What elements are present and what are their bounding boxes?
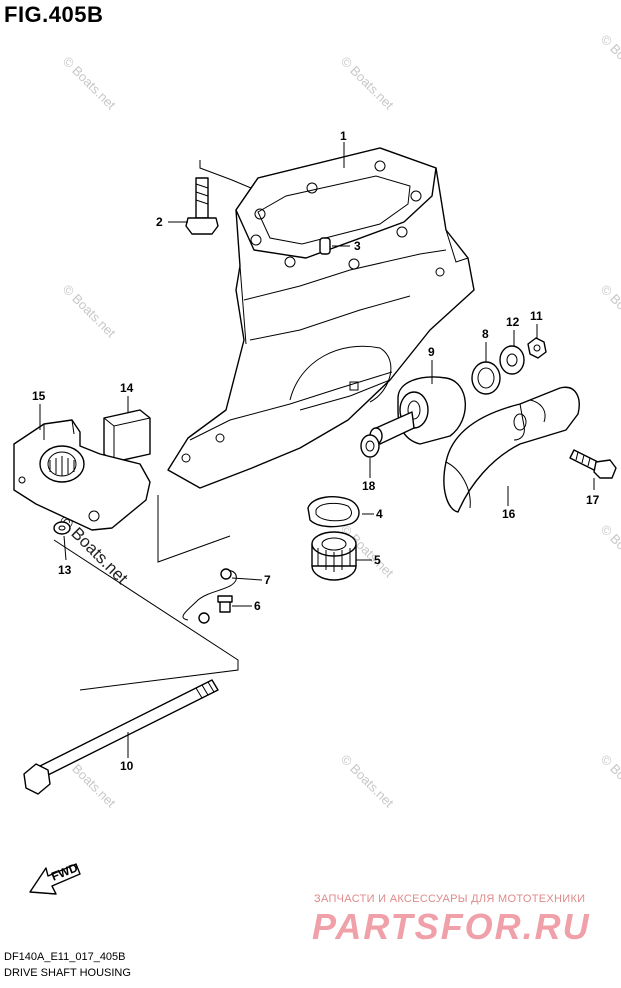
watermark: © Boats.net	[338, 54, 397, 113]
drive-shaft-housing	[167, 147, 475, 489]
bracket-15	[13, 419, 151, 531]
watermark: © Boats.net	[338, 752, 397, 811]
brand-tagline: ЗАПЧАСТИ И АКСЕССУАРЫ ДЛЯ МОТОТЕХНИКИ	[314, 893, 586, 905]
diagram-name: DRIVE SHAFT HOUSING	[4, 967, 131, 979]
bearing-5	[311, 531, 357, 581]
washer-8	[471, 361, 501, 395]
cover-16	[443, 386, 580, 513]
watermark: © Boats.net	[598, 522, 621, 581]
watermark: © Boats.net	[598, 752, 621, 811]
forward-arrow: FWD	[29, 860, 81, 895]
mount-rubber-9	[369, 376, 466, 445]
washer-13	[53, 521, 71, 535]
watermark: © Boats.net	[598, 282, 621, 341]
callout-10: 10	[120, 759, 134, 773]
long-bolt-10	[23, 679, 219, 795]
callout-9: 9	[428, 345, 435, 359]
callout-18: 18	[362, 479, 376, 493]
callout-13: 13	[58, 563, 72, 577]
callout-3: 3	[354, 239, 361, 253]
callout-5: 5	[374, 553, 381, 567]
bolt-6	[217, 595, 233, 613]
washer-12	[499, 345, 525, 375]
watermark: © Boats.net	[60, 54, 119, 113]
brand-logo: PARTSFOR.RU	[312, 906, 591, 947]
hose-7	[182, 568, 237, 624]
callout-16: 16	[502, 507, 516, 521]
diagram-code: DF140A_E11_017_405B	[4, 951, 126, 963]
callout-7: 7	[264, 573, 271, 587]
callout-6: 6	[254, 599, 261, 613]
bolt-17	[569, 449, 617, 479]
pad-14	[103, 409, 151, 463]
watermark: © Boats.net	[598, 32, 621, 91]
figure-title: FIG.405B	[4, 2, 104, 27]
watermark: © Boats.net	[60, 282, 119, 341]
callout-15: 15	[32, 389, 46, 403]
dowel-pin-3	[319, 237, 331, 255]
callout-12: 12	[506, 315, 520, 329]
callout-2: 2	[156, 215, 163, 229]
callouts: 1 2 3 4 5 6 7 8 9 10 11 12 13 14 15 16 1	[32, 129, 600, 773]
gasket-4	[307, 496, 360, 528]
washer-18	[360, 434, 380, 458]
callout-1: 1	[340, 129, 347, 143]
callout-11: 11	[530, 309, 543, 323]
nut-11	[527, 337, 547, 359]
callout-17: 17	[586, 493, 600, 507]
bolt-2	[185, 177, 219, 235]
callout-14: 14	[120, 381, 134, 395]
callout-8: 8	[482, 327, 489, 341]
callout-4: 4	[376, 507, 383, 521]
